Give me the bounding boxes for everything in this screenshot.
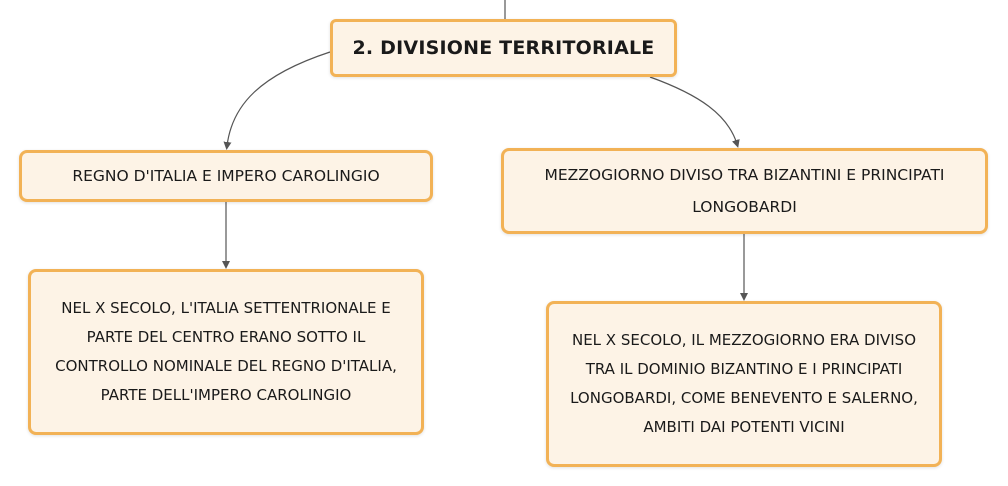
- branch-node-mezzogiorno[interactable]: MEZZOGIORNO DIVISO TRA BIZANTINI E PRINC…: [501, 148, 988, 234]
- detail-node-regno-italia[interactable]: NEL X SECOLO, L'ITALIA SETTENTRIONALE E …: [28, 269, 424, 435]
- root-node[interactable]: 2. DIVISIONE TERRITORIALE: [330, 19, 677, 77]
- branch-node-regno-italia[interactable]: REGNO D'ITALIA E IMPERO CAROLINGIO: [19, 150, 433, 202]
- detail-node-text: NEL X SECOLO, IL MEZZOGIORNO ERA DIVISO …: [570, 331, 918, 436]
- root-node-title: 2. DIVISIONE TERRITORIALE: [352, 37, 655, 59]
- connector-root-to-right-branch: [649, 76, 740, 148]
- connector-root-to-left-branch: [223, 51, 331, 150]
- branch-node-label: REGNO D'ITALIA E IMPERO CAROLINGIO: [72, 167, 380, 185]
- detail-node-mezzogiorno[interactable]: NEL X SECOLO, IL MEZZOGIORNO ERA DIVISO …: [546, 301, 942, 467]
- detail-node-text: NEL X SECOLO, L'ITALIA SETTENTRIONALE E …: [55, 299, 397, 404]
- branch-node-label: MEZZOGIORNO DIVISO TRA BIZANTINI E PRINC…: [544, 166, 945, 216]
